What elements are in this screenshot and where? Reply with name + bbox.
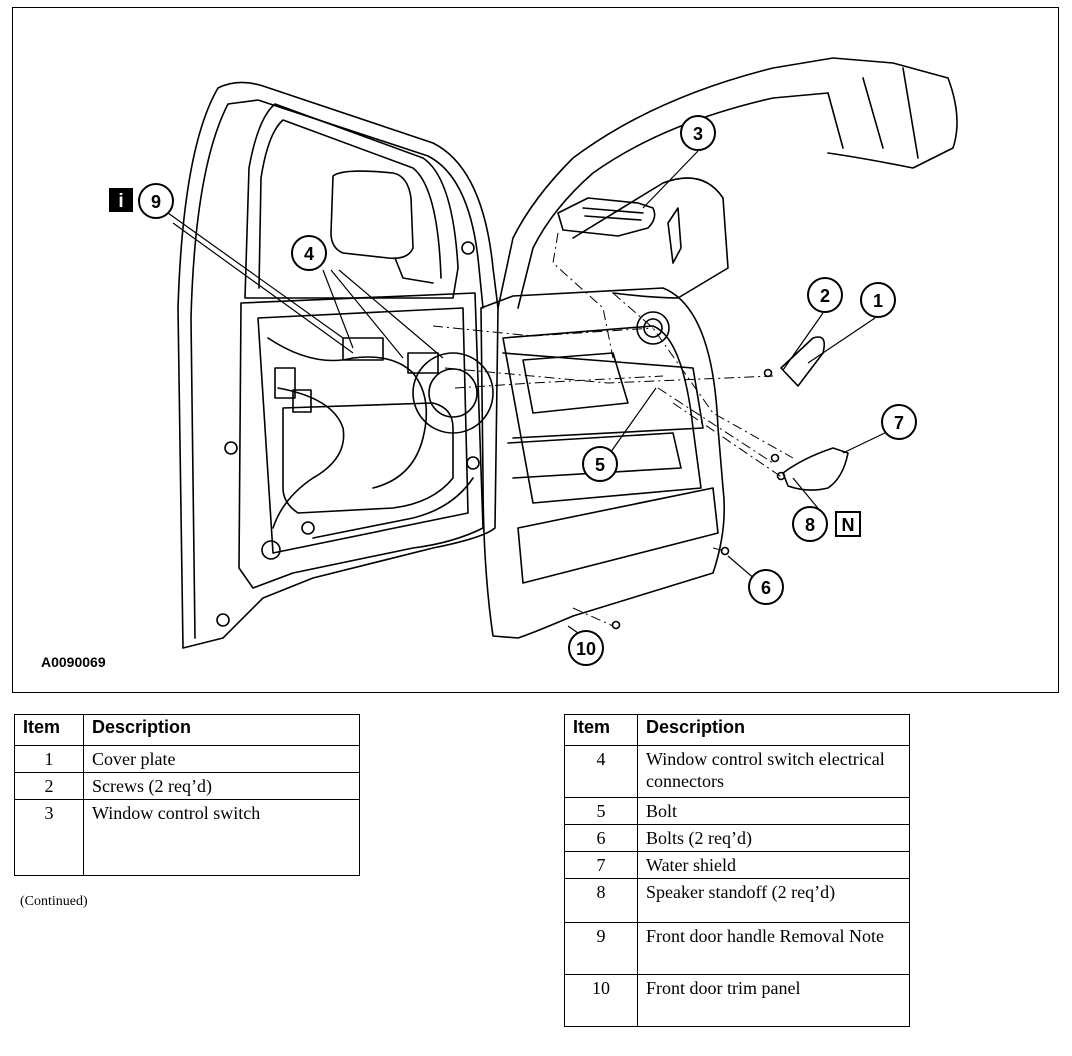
svg-text:4: 4: [304, 244, 314, 264]
table-header-row: Item Description: [14, 714, 360, 746]
column-header-description: Description: [637, 714, 910, 746]
table-row: 1 Cover plate: [14, 745, 360, 773]
callout-markers: 1 2 3 4 5 6 7 8 9 10: [138, 115, 917, 666]
table-row: 6 Bolts (2 req’d): [563, 824, 910, 852]
svg-text:9: 9: [151, 192, 161, 212]
item-description: Screws (2 req’d): [83, 772, 360, 800]
table-row: 4 Window control switch electrical conne…: [563, 745, 910, 798]
svg-text:N: N: [842, 515, 855, 535]
continued-note: (Continued): [20, 894, 88, 909]
callout-9: 9: [138, 183, 174, 219]
callout-4: 4: [291, 235, 327, 271]
item-description: Water shield: [637, 851, 910, 879]
item-description: Speaker standoff (2 req’d): [637, 878, 910, 923]
item-number: 10: [563, 974, 639, 1027]
window-opening: [244, 103, 459, 299]
svg-text:1: 1: [873, 291, 883, 311]
svg-text:7: 7: [894, 413, 904, 433]
table-row: 5 Bolt: [563, 797, 910, 825]
item-description: Bolt: [637, 797, 910, 825]
callout-2: 2: [807, 277, 843, 313]
svg-text:2: 2: [820, 286, 830, 306]
trim-panel: [480, 287, 726, 639]
item-number: 3: [14, 799, 84, 876]
legend-table-left: Item Description 1 Cover plate 2 Screws …: [14, 714, 360, 876]
item-description: Front door handle Removal Note: [637, 922, 910, 975]
item-description: Window control switch: [83, 799, 360, 876]
item-number: 5: [563, 797, 639, 825]
item-description: Window control switch electrical connect…: [637, 745, 910, 798]
svg-text:3: 3: [693, 124, 703, 144]
table-row: 7 Water shield: [563, 851, 910, 879]
svg-text:i: i: [118, 191, 123, 212]
item-description: Cover plate: [83, 745, 360, 773]
item-description: Front door trim panel: [637, 974, 910, 1027]
column-header-item: Item: [563, 714, 639, 746]
mirror: [330, 170, 414, 260]
table-row: 3 Window control switch: [14, 799, 360, 876]
table-row: 10 Front door trim panel: [563, 974, 910, 1027]
item-number: 2: [14, 772, 84, 800]
item-number: 4: [563, 745, 639, 798]
column-header-item: Item: [14, 714, 84, 746]
callout-3: 3: [680, 115, 716, 151]
table-header-row: Item Description: [563, 714, 910, 746]
item-description: Bolts (2 req’d): [637, 824, 910, 852]
callout-7: 7: [881, 404, 917, 440]
svg-text:6: 6: [761, 578, 771, 598]
info-icon: i: [109, 188, 133, 212]
svg-text:5: 5: [595, 455, 605, 475]
note-icon: N: [835, 511, 861, 537]
callout-8: 8: [792, 506, 828, 542]
item-number: 6: [563, 824, 639, 852]
callout-1: 1: [860, 282, 896, 318]
inner-door-panel: [238, 292, 484, 589]
item-number: 9: [563, 922, 639, 975]
door-frame: [177, 81, 499, 649]
water-shield: [782, 447, 849, 491]
callout-5: 5: [582, 446, 618, 482]
table-row: 2 Screws (2 req’d): [14, 772, 360, 800]
door-illustration: 1 2 3 4 5 6 7 8 9 10 i N: [109, 57, 958, 666]
window-control-switch: [557, 197, 656, 237]
item-number: 7: [563, 851, 639, 879]
table-row: 8 Speaker standoff (2 req’d): [563, 878, 910, 923]
svg-text:8: 8: [805, 515, 815, 535]
item-number: 8: [563, 878, 639, 923]
callout-6: 6: [748, 569, 784, 605]
svg-text:10: 10: [576, 639, 596, 659]
column-header-description: Description: [83, 714, 360, 746]
exploded-diagram: 1 2 3 4 5 6 7 8 9 10 i N A0090069: [12, 7, 1059, 693]
legend-table-right: Item Description 4 Window control switch…: [563, 714, 910, 1027]
cover-plate: [780, 336, 826, 387]
table-row: 9 Front door handle Removal Note: [563, 922, 910, 975]
callout-10: 10: [568, 630, 604, 666]
item-number: 1: [14, 745, 84, 773]
figure-id: A0090069: [41, 654, 106, 670]
